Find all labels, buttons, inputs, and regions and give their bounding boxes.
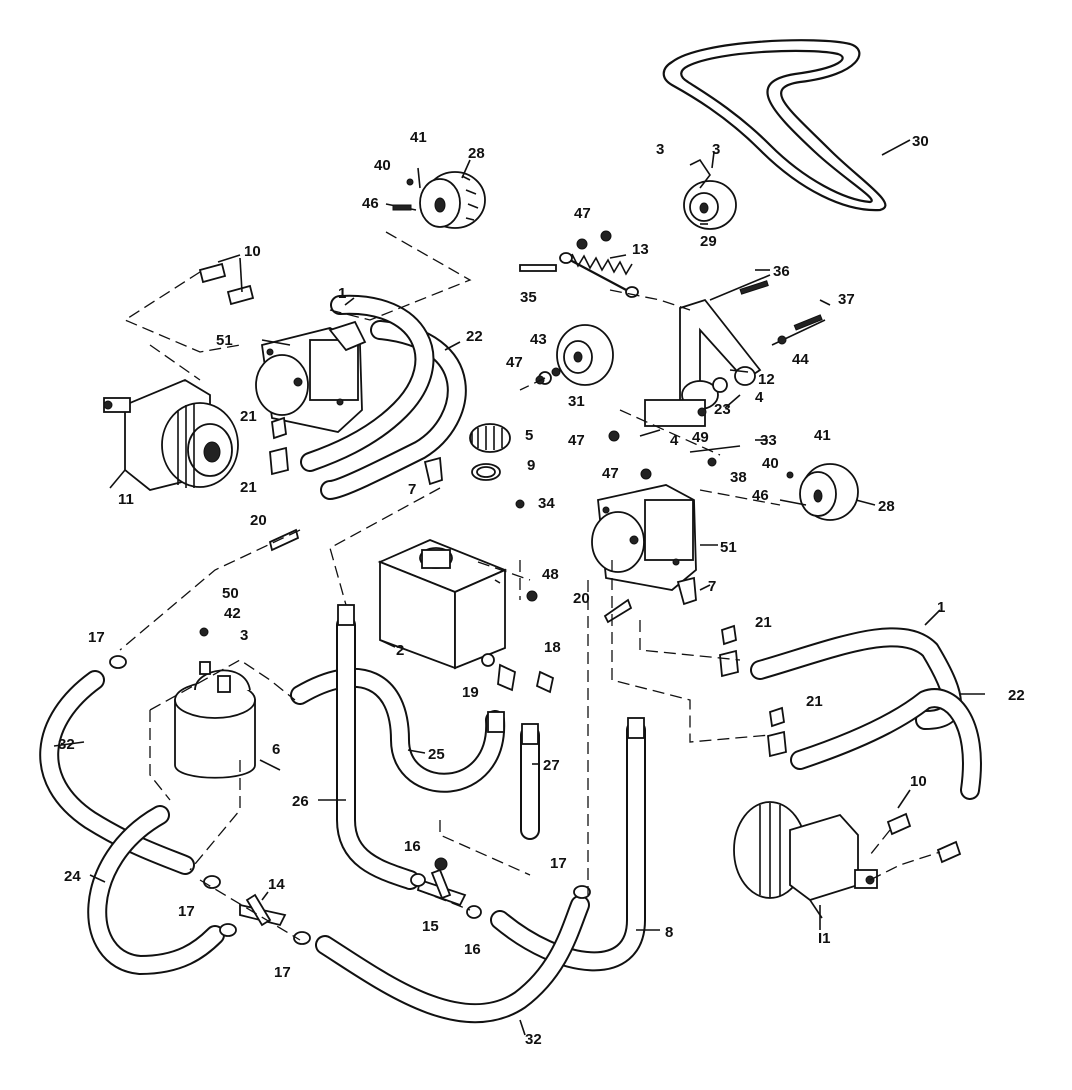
callout-18: 18 (544, 639, 561, 656)
callout-50: 50 (222, 585, 239, 602)
callout-28-left: 28 (468, 145, 485, 162)
callout-40-left: 40 (374, 157, 391, 174)
callout-16-a: 16 (404, 838, 421, 855)
callout-29: 29 (700, 233, 717, 250)
callout-46-right: 46 (752, 487, 769, 504)
callout-38: 38 (730, 469, 747, 486)
callout-42: 42 (224, 605, 241, 622)
leader-lines (53, 159, 985, 1036)
callout-47-d: 47 (602, 465, 619, 482)
callout-20-right: 20 (573, 590, 590, 607)
callout-19: 19 (462, 684, 479, 701)
oil-filter (174, 661, 256, 779)
callout-47-c: 47 (568, 432, 585, 449)
callout-17-d: 17 (550, 855, 567, 872)
callout-4-a: 4 (755, 389, 764, 406)
callout-9: 9 (527, 457, 535, 474)
callout-21-a: 21 (240, 408, 257, 425)
callout-20-left: 20 (250, 512, 267, 529)
callout-17-c: 17 (274, 964, 291, 981)
callout-48: 48 (542, 566, 559, 583)
callout-41-left: 41 (410, 129, 427, 146)
assembly-lines (119, 231, 941, 941)
idler-pulley-31 (538, 324, 614, 386)
callout-26: 26 (292, 793, 309, 810)
callout-22-right: 22 (1008, 687, 1025, 704)
callout-11-right: I1 (818, 930, 831, 947)
callout-47-a: 47 (574, 205, 591, 222)
callout-1-right: 1 (937, 599, 945, 616)
right-hydraulic-pump (591, 484, 697, 591)
callout-37: 37 (838, 291, 855, 308)
callout-1-left: 1 (338, 285, 346, 302)
callout-24: 24 (64, 868, 81, 885)
callout-12: 12 (758, 371, 775, 388)
callout-33: 33 (760, 432, 777, 449)
callout-8: 8 (665, 924, 673, 941)
callout-28-right: 28 (878, 498, 895, 515)
hoses (39, 294, 982, 1024)
callout-13: 13 (632, 241, 649, 258)
left-wheel-motor (103, 378, 239, 491)
left-pulley (385, 167, 486, 229)
callout-6: 6 (272, 741, 280, 758)
callout-32-a: 32 (58, 736, 75, 753)
callout-31: 31 (568, 393, 585, 410)
callout-22-left: 22 (466, 328, 483, 345)
callout-46-left: 46 (362, 195, 379, 212)
drive-belt (662, 39, 911, 212)
callout-23: 23 (714, 401, 731, 418)
callout-34: 34 (538, 495, 555, 512)
callout-47-b: 47 (506, 354, 523, 371)
callout-41-right: 41 (814, 427, 831, 444)
callout-40-right: 40 (762, 455, 779, 472)
callout-25: 25 (428, 746, 445, 763)
reservoir-cap (469, 423, 511, 481)
callout-27: 27 (543, 757, 560, 774)
callout-5: 5 (525, 427, 533, 444)
callout-7-left: 7 (408, 481, 416, 498)
callout-3-filter: 3 (240, 627, 248, 644)
callout-51-left: 51 (216, 332, 233, 349)
callout-14: 14 (268, 876, 285, 893)
callout-49: 49 (692, 429, 709, 446)
callout-21-c: 21 (755, 614, 772, 631)
callout-35: 35 (520, 289, 537, 306)
left-hydraulic-pump (255, 320, 367, 433)
callout-16-b: 16 (464, 941, 481, 958)
right-wheel-motor (733, 801, 878, 901)
right-pulley (779, 463, 859, 521)
callout-4-b: 4 (670, 432, 679, 449)
callout-2: 2 (396, 642, 404, 659)
callout-51-right: 51 (720, 539, 737, 556)
callout-3-top-b: 3 (712, 141, 720, 158)
callout-15: 15 (422, 918, 439, 935)
callout-3-top: 3 (656, 141, 664, 158)
callout-44: 44 (792, 351, 809, 368)
hydraulic-reservoir (377, 539, 508, 670)
callout-labels: 1 1 2 3 3 3 4 4 5 6 7 7 8 9 10 10 11 I1 … (58, 129, 1025, 1048)
callout-21-b: 21 (240, 479, 257, 496)
callout-36: 36 (773, 263, 790, 280)
callout-7-right: 7 (708, 578, 716, 595)
tension-spring (519, 252, 639, 298)
callout-17-a: 17 (88, 629, 105, 646)
callout-10-right: 10 (910, 773, 927, 790)
fittings (109, 230, 962, 945)
callout-17-b: 17 (178, 903, 195, 920)
callout-32-b: 32 (525, 1031, 542, 1048)
callout-21-d: 21 (806, 693, 823, 710)
idler-pulley-29 (683, 151, 737, 230)
callout-11-left: 11 (118, 491, 134, 508)
callout-43: 43 (530, 331, 547, 348)
callout-30: 30 (912, 133, 929, 150)
callout-10-left: 10 (244, 243, 261, 260)
